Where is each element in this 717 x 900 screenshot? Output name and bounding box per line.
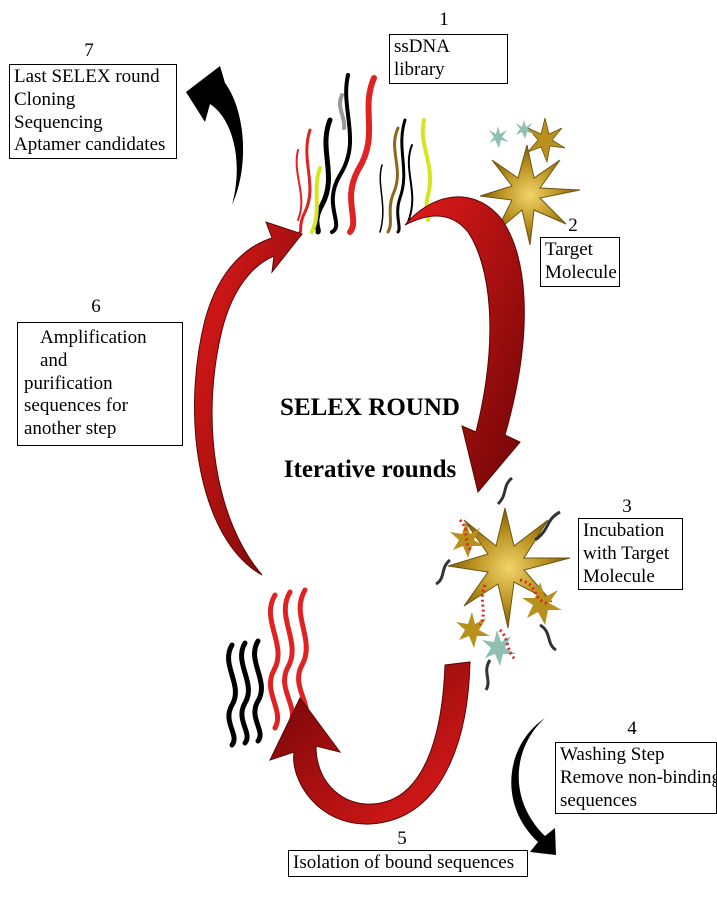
step-2-number: 2 — [563, 216, 583, 235]
step-4-box: Washing Step Remove non-binding sequence… — [555, 742, 717, 814]
step-3-line-1: Incubation — [583, 520, 678, 543]
step-2-line-1: Target — [545, 239, 615, 262]
step-4-number: 4 — [622, 719, 642, 738]
step-2-line-2: Molecule — [545, 262, 615, 285]
step-5-number: 5 — [392, 829, 412, 848]
center-subtitle: Iterative rounds — [260, 456, 480, 484]
step-3-line-3: Molecule — [583, 566, 678, 589]
arrow-washing — [511, 718, 556, 855]
step-1-line-1: ssDNA library — [394, 36, 503, 82]
step-4-line-2: Remove non-binding — [560, 767, 712, 790]
step-7-line-4: Aptamer candidates — [14, 134, 172, 157]
step-4-line-1: Washing Step — [560, 744, 712, 767]
complex-star-bottom — [456, 612, 490, 648]
center-title: SELEX ROUND — [260, 394, 480, 422]
step-3-number: 3 — [617, 497, 637, 516]
step-1-number: 1 — [434, 10, 454, 29]
step-5-box: Isolation of bound sequences — [288, 850, 528, 877]
step-5-line-1: Isolation of bound sequences — [293, 852, 523, 875]
target-star-small-2 — [489, 126, 509, 148]
step-7-number: 7 — [79, 41, 99, 60]
step-3-box: Incubation with Target Molecule — [578, 518, 683, 590]
step-7-line-2: Cloning — [14, 89, 172, 112]
step-7-line-1: Last SELEX round — [14, 66, 172, 89]
step-6-line-2: purification — [24, 373, 176, 396]
arrow-library-to-incubation — [405, 197, 524, 492]
step-1-box: ssDNA library — [389, 34, 508, 84]
step-6-box: Amplification and purification sequences… — [17, 322, 183, 446]
step-4-line-3: sequences — [560, 790, 712, 813]
step-7-line-3: Sequencing — [14, 112, 172, 135]
step-2-box: Target Molecule — [540, 237, 620, 287]
step-7-box: Last SELEX round Cloning Sequencing Apta… — [9, 64, 177, 159]
target-bound-complexes — [436, 478, 570, 690]
step-6-line-4: another step — [24, 418, 176, 441]
ssdna-library-strands — [297, 75, 430, 232]
step-6-line-3: sequences for — [24, 395, 176, 418]
arrow-last-round — [186, 66, 243, 205]
target-star-small-1 — [528, 118, 565, 162]
step-3-line-2: with Target — [583, 543, 678, 566]
step-6-number: 6 — [86, 297, 106, 316]
step-6-line-1: Amplification and — [24, 327, 176, 373]
